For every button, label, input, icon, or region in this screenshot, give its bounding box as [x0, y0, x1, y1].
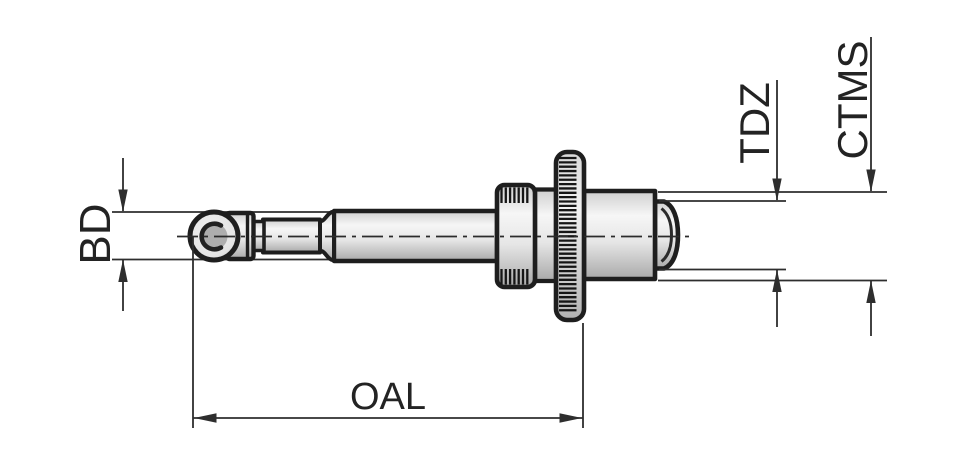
nut-knurling [500, 187, 529, 285]
spacer-section [532, 187, 559, 284]
dimension-oal: OAL [192, 236, 584, 428]
ctms-label: CTMS [829, 41, 876, 160]
dimension-bd: BD [71, 158, 128, 311]
oal-arrow-right-icon [559, 413, 582, 423]
bd-arrow-down-icon [118, 189, 128, 212]
tdz-label: TDZ [731, 82, 778, 164]
dimension-ctms: CTMS [658, 37, 887, 336]
end-cap-inner-arc [660, 207, 674, 263]
ctms-arrow-up-icon [866, 280, 876, 303]
disc-knurling [559, 156, 577, 312]
bd-arrow-up-icon [118, 259, 128, 282]
end-cap [652, 199, 681, 271]
oal-arrow-left-icon [194, 413, 217, 423]
tdz-arrow-down-icon [772, 178, 782, 201]
ball-inner-ring [199, 221, 224, 252]
oal-label: OAL [350, 376, 426, 418]
dimension-tdz: TDZ [659, 80, 786, 327]
ctms-arrow-down-icon [866, 169, 876, 192]
main-body [581, 188, 658, 282]
bd-label: BD [71, 203, 120, 264]
